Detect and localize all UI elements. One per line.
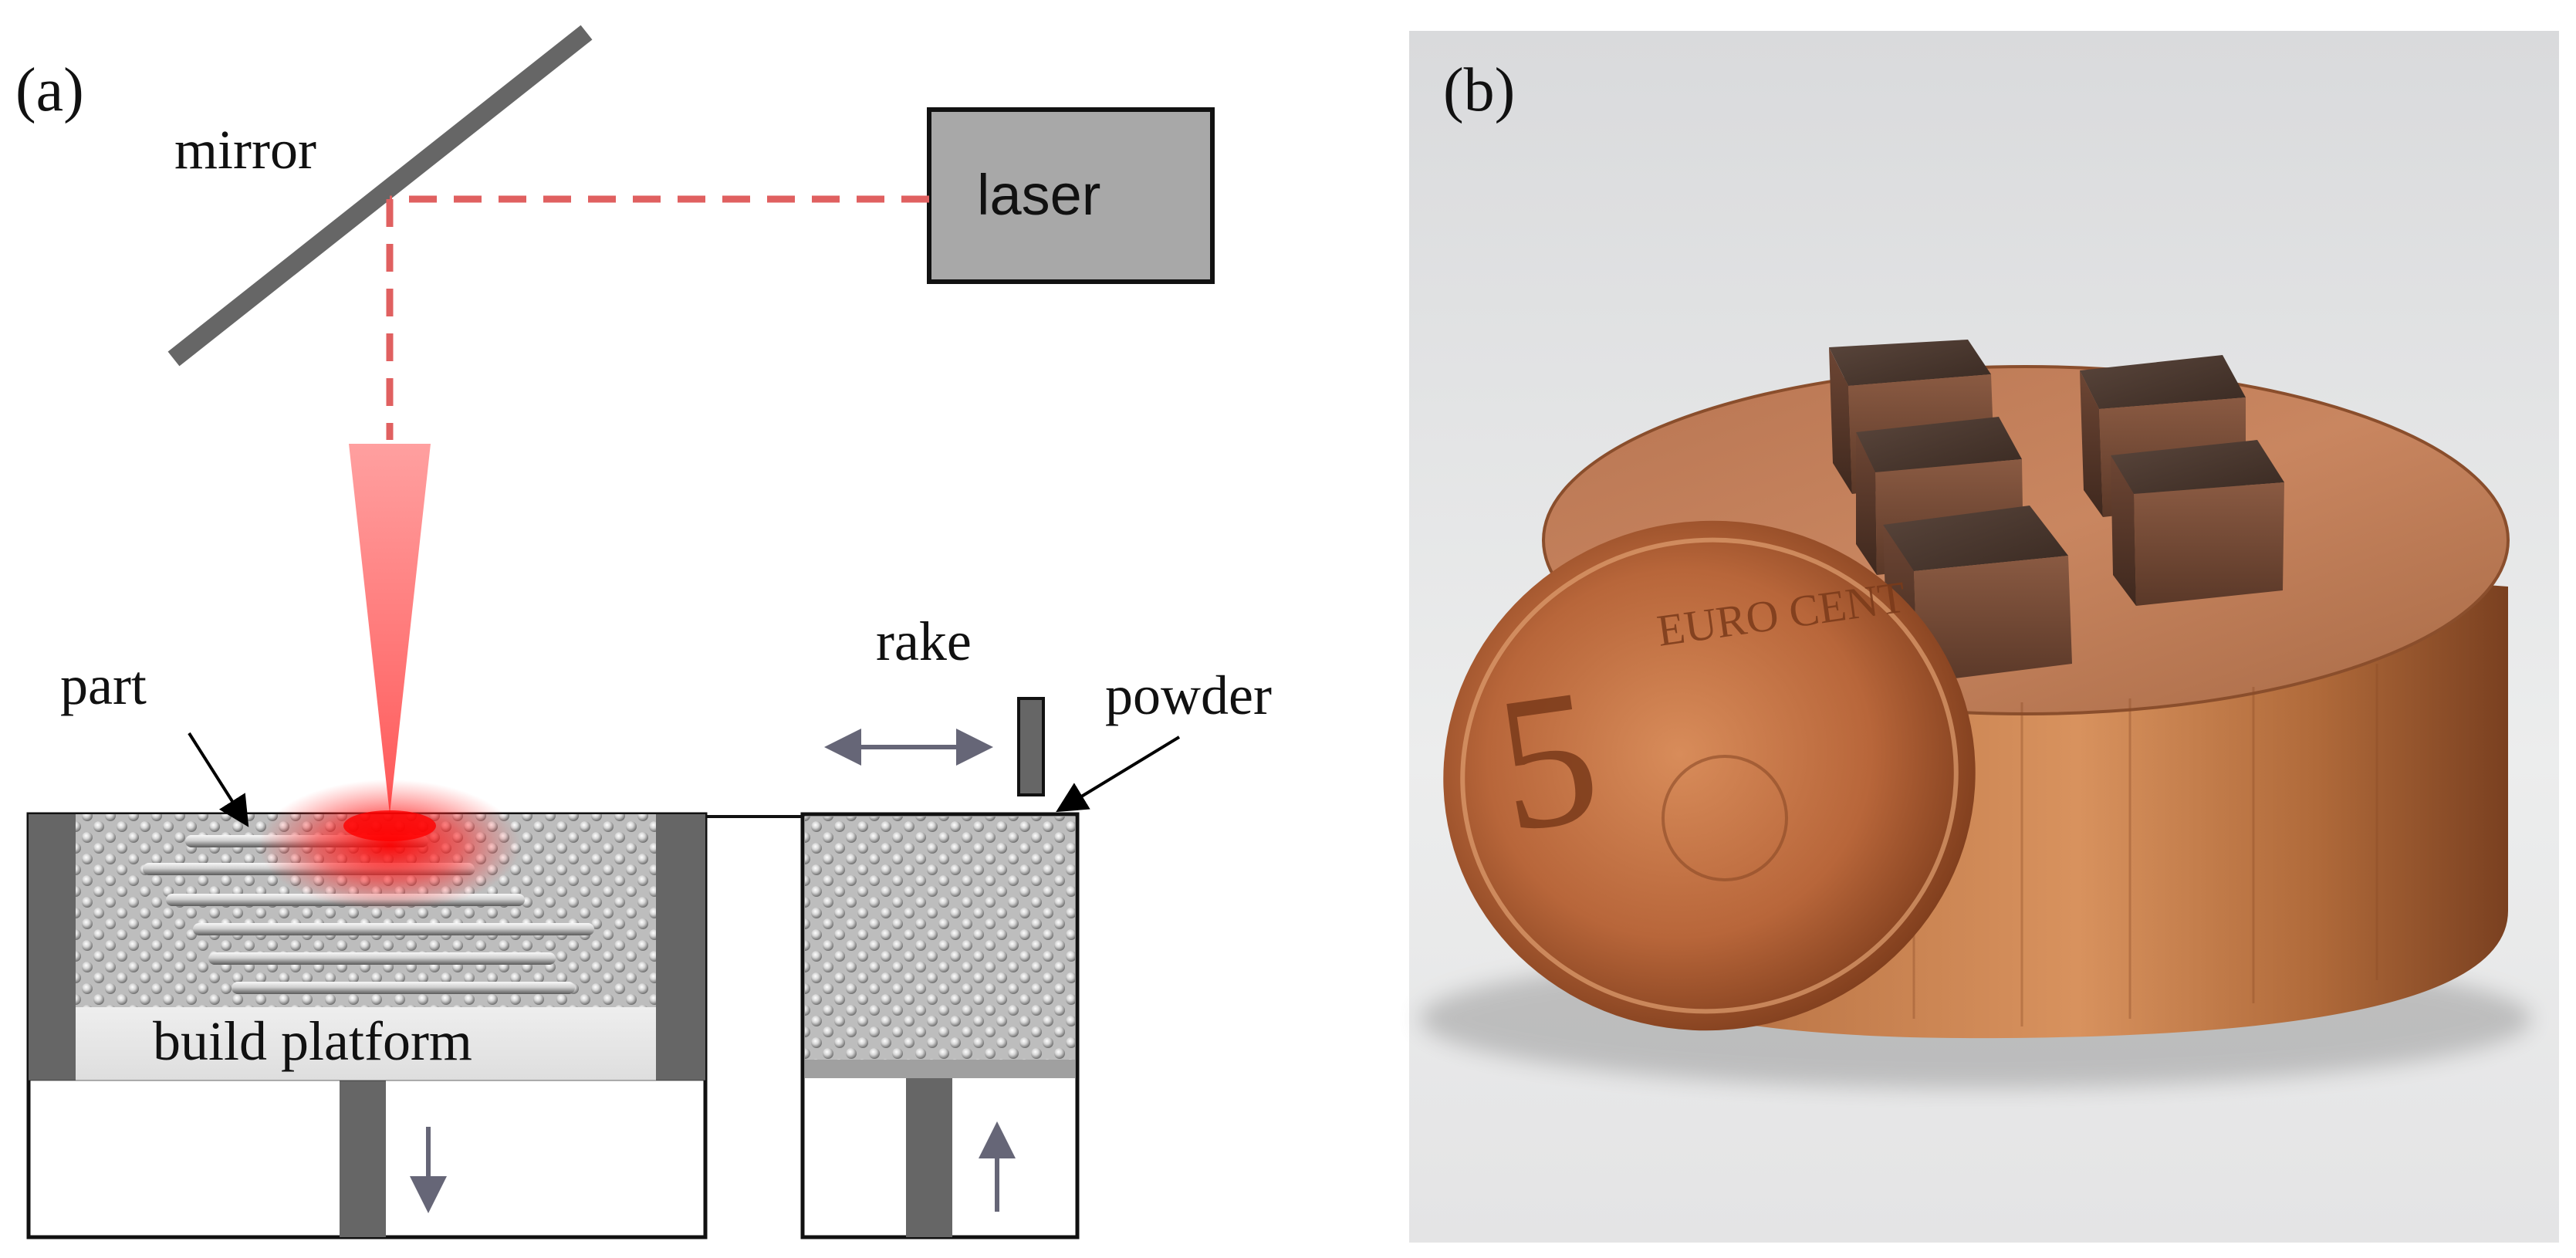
panel-b-tag: (b) xyxy=(1443,56,1515,124)
rake-label: rake xyxy=(876,610,972,672)
mirror-plate xyxy=(167,25,593,367)
reservoir-piston-rod xyxy=(906,1078,952,1237)
build-chamber: build platform xyxy=(26,779,708,1239)
left-wall xyxy=(29,814,76,1080)
laser-box xyxy=(927,107,1215,284)
panel-a: (a) mirror laser xyxy=(15,25,1272,1239)
cube xyxy=(2111,440,2284,606)
panel-b-photo: (b) xyxy=(1409,31,2559,1243)
powder-arrow xyxy=(1056,736,1181,813)
build-platform xyxy=(76,1007,656,1080)
part-arrow xyxy=(188,732,249,827)
printed-cubes xyxy=(1829,340,2284,683)
build-piston-rod xyxy=(340,1080,386,1237)
rake-blade xyxy=(1017,697,1045,796)
mirror-label: mirror xyxy=(174,119,316,181)
panel-a-tag: (a) xyxy=(15,56,84,124)
build-platform-label: build platform xyxy=(153,1010,472,1072)
cube xyxy=(1883,506,2072,683)
part-label: part xyxy=(60,654,147,716)
right-wall xyxy=(656,814,705,1080)
laser-label: laser xyxy=(977,163,1100,227)
melt-pool-glow xyxy=(259,779,521,911)
powder-reservoir xyxy=(800,812,1080,1239)
euro-cent-coin: 5 EURO CENT xyxy=(1443,520,1976,1031)
powder-label: powder xyxy=(1105,665,1272,726)
laser-cone xyxy=(349,444,431,814)
reservoir-powder xyxy=(805,817,1075,1060)
reservoir-platform xyxy=(805,1060,1075,1078)
